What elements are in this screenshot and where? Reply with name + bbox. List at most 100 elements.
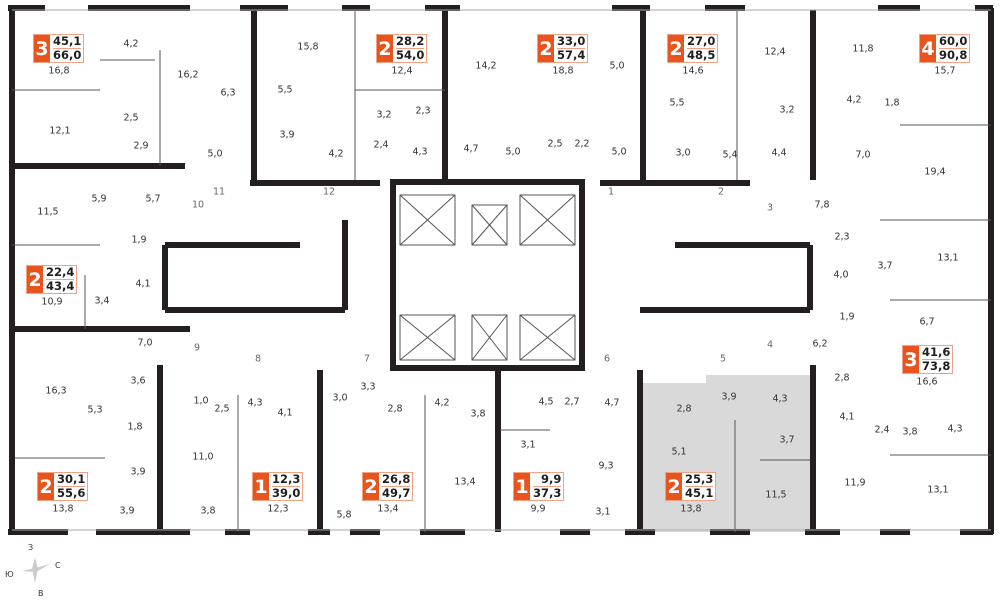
- room-area-label: 7,8: [814, 199, 830, 211]
- apartment-number: 2: [717, 186, 725, 198]
- room-area-label: 13,1: [927, 484, 949, 496]
- room-area-label: 12,1: [49, 125, 71, 137]
- total-area: 54,0: [396, 48, 425, 62]
- room-area-label: 4,3: [947, 423, 963, 435]
- room-area-label: 4,2: [434, 397, 450, 409]
- room-area-label: 4,2: [846, 94, 862, 106]
- room-area-label: 12,3: [267, 503, 289, 515]
- total-area: 37,3: [533, 486, 562, 500]
- apartment-number: 6: [603, 353, 611, 365]
- living-area: 41,6: [922, 345, 951, 360]
- room-area-label: 2,9: [133, 140, 149, 152]
- windows: [12, 9, 991, 531]
- room-area-label: 3,7: [779, 434, 795, 446]
- room-area-label: 2,5: [123, 112, 139, 124]
- room-area-label: 2,8: [834, 372, 850, 384]
- room-area-label: 16,3: [45, 385, 67, 397]
- room-area-label: 4,1: [135, 278, 151, 290]
- room-area-label: 4,3: [412, 146, 428, 158]
- room-area-label: 2,5: [547, 138, 563, 150]
- room-area-label: 5,3: [87, 404, 103, 416]
- room-area-label: 5,1: [671, 446, 687, 458]
- room-area-label: 6,3: [220, 87, 236, 99]
- room-area-label: 3,8: [200, 505, 216, 517]
- room-area-label: 15,8: [297, 41, 319, 53]
- room-area-label: 11,5: [37, 206, 59, 218]
- apartment-number: 8: [254, 353, 262, 365]
- room-area-label: 1,9: [131, 234, 147, 246]
- room-area-label: 3,7: [877, 260, 893, 272]
- room-count: 4: [920, 35, 936, 62]
- room-area-label: 11,0: [192, 451, 214, 463]
- room-area-label: 5,5: [669, 97, 685, 109]
- room-area-label: 2,4: [373, 139, 389, 151]
- room-area-label: 1,8: [127, 421, 143, 433]
- room-area-label: 4,7: [604, 397, 620, 409]
- room-area-label: 4,5: [538, 396, 554, 408]
- living-area: 28,2: [396, 34, 425, 49]
- room-area-label: 2,7: [564, 396, 580, 408]
- room-area-label: 7,0: [855, 149, 871, 161]
- room-area-label: 3,3: [360, 381, 376, 393]
- room-area-label: 4,2: [123, 38, 139, 50]
- room-area-label: 5,4: [722, 149, 738, 161]
- room-count: 2: [538, 35, 554, 62]
- room-area-label: 5,5: [277, 84, 293, 96]
- room-area-label: 14,2: [475, 60, 497, 72]
- room-area-label: 9,3: [598, 460, 614, 472]
- room-area-label: 3,9: [721, 391, 737, 403]
- living-area: 33,0: [557, 34, 586, 49]
- room-count: 1: [514, 473, 530, 500]
- living-area: 27,0: [687, 34, 716, 49]
- room-area-label: 3,1: [520, 439, 536, 451]
- room-area-label: 9,9: [530, 503, 546, 515]
- apartment-number: 7: [363, 353, 371, 365]
- room-area-label: 4,4: [771, 147, 787, 159]
- room-area-label: 5,7: [145, 193, 161, 205]
- room-count: 2: [666, 473, 682, 500]
- compass-north: С: [55, 561, 61, 570]
- room-area-label: 3,1: [595, 506, 611, 518]
- room-area-label: 4,3: [247, 397, 263, 409]
- room-area-label: 18,8: [552, 65, 574, 77]
- room-area-label: 3,6: [130, 375, 146, 387]
- apartment-number: 11: [212, 186, 226, 198]
- room-area-label: 4,1: [839, 411, 855, 423]
- room-area-label: 16,2: [177, 69, 199, 81]
- total-area: 57,4: [557, 48, 586, 62]
- compass-south: Ю: [5, 570, 14, 579]
- room-area-label: 11,5: [765, 489, 787, 501]
- room-area-label: 13,8: [680, 503, 702, 515]
- room-count: 2: [38, 473, 54, 500]
- total-area: 39,0: [272, 486, 301, 500]
- room-area-label: 2,2: [574, 138, 590, 150]
- room-area-label: 3,0: [332, 392, 348, 404]
- total-area: 55,6: [57, 486, 86, 500]
- living-area: 9,9: [533, 473, 562, 487]
- room-count: 2: [27, 266, 43, 293]
- room-area-label: 3,4: [94, 295, 110, 307]
- room-area-label: 1,0: [193, 395, 209, 407]
- room-area-label: 2,5: [214, 403, 230, 415]
- room-area-label: 3,2: [779, 104, 795, 116]
- living-area: 30,1: [57, 472, 86, 487]
- living-area: 26,8: [382, 472, 411, 487]
